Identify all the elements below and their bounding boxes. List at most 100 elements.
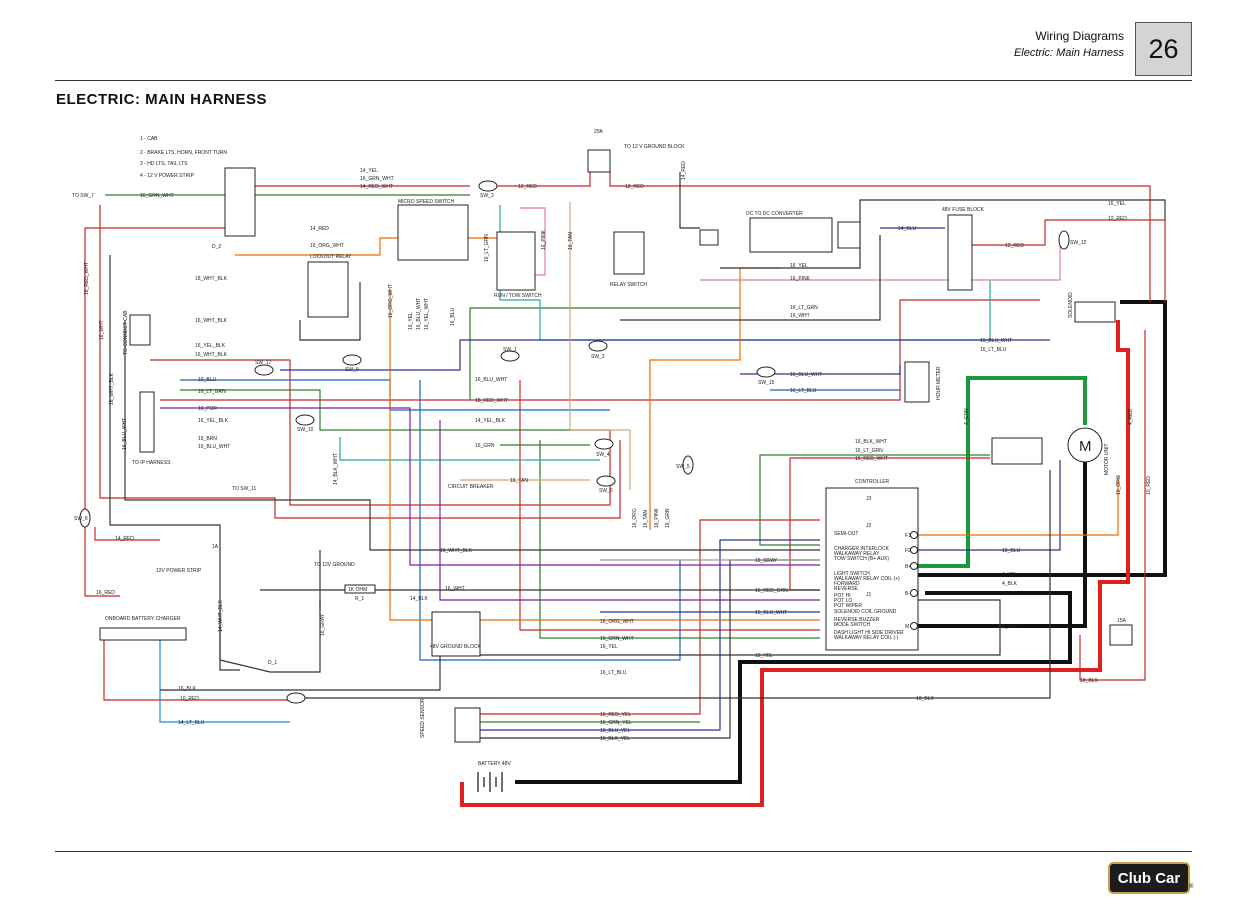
wire-yel-long [720, 199, 1166, 269]
wire-label-59: 16_RED [96, 590, 115, 596]
ctrl-pin-9: POT LO [834, 598, 852, 604]
fuse-15a-box [1109, 624, 1133, 646]
ctrl-pin-7: REVERSE [834, 586, 859, 592]
wire-label-56: 16_BLK_YEL [600, 736, 630, 742]
sw-12-node [1058, 230, 1070, 250]
solenoid-box [991, 437, 1043, 465]
sw-3-node [478, 180, 498, 192]
ctrl-pin-4: LIGHT SWITCH [834, 571, 870, 577]
wire-label-11: 16_YEL_BLK [195, 343, 226, 349]
wire-label-44: 16_ORG_WHT [600, 619, 634, 625]
switch-label-1: SW_9 [345, 367, 359, 373]
switch-label-5: SW_2 [591, 354, 605, 360]
ctrl-pin-15: WALKAWAY RELAY COIL (-) [834, 635, 899, 641]
wire-label-85: 16_TAN [643, 510, 649, 528]
terminal-m [910, 622, 918, 630]
wire-label-77: 16_YEL [408, 312, 414, 330]
wire-14-lt-blu [159, 640, 290, 723]
wire-label-57: 10_RED [180, 696, 199, 702]
wire-label-63: 4_WHT [1002, 624, 1019, 630]
label-dc-converter: DC TO DC CONVERTER [746, 211, 803, 217]
sw-17-node [254, 364, 274, 376]
wire-blu-yel [480, 539, 820, 731]
wire-label-45: 16_GRN_WHT [600, 636, 634, 642]
wire-10-red [1079, 330, 1146, 681]
wire-red-ctrl2 [789, 458, 820, 591]
wire-batt-neg [515, 593, 1072, 784]
wire-label-74: 14_BLK_WHT [333, 453, 339, 485]
label-fuse-15a: 15A [1117, 618, 1127, 624]
wire-blk-10 [219, 600, 321, 673]
label-fuse-20a: 20A [594, 129, 604, 135]
page-number: 26 [1135, 22, 1192, 76]
sw-8-node [79, 508, 91, 528]
wire-label-54: 16_GRN_YEL [600, 720, 632, 726]
ctrl-pin-3: TOW SWITCH (B+ AUX) [834, 556, 889, 562]
wire-pink-2 [700, 245, 1061, 281]
wire-label-53: 16_RED_YEL [600, 712, 631, 718]
wire-12-red-fuse [970, 219, 1166, 302]
label-to-12v-ground: TO 12V GROUND [314, 562, 355, 568]
wire-label-23: 16_TAN [510, 478, 528, 484]
terminal-f2 [910, 546, 918, 554]
wire-tan [569, 202, 631, 490]
sw-15-node [756, 366, 776, 378]
ctrl-pin-11: SOLENOID COIL GROUND [834, 609, 897, 615]
switch-label-9: SW_5 [676, 464, 690, 470]
label-charger: ONBOARD BATTERY CHARGER [105, 616, 181, 622]
label-micro-switch: MICRO SPEED SWITCH [398, 199, 455, 205]
wire-org-wht-2 [389, 290, 820, 621]
wire-blu-wht-2 [740, 365, 901, 375]
wire-4-blk-2 [918, 591, 1072, 628]
wire-label-42: 16_RED_GRN [755, 588, 788, 594]
header-subtitle: Electric: Main Harness [1013, 47, 1124, 59]
wire-blk-6 [679, 172, 700, 229]
label-fuse-block: 48V FUSE BLOCK [942, 207, 985, 213]
label-ctrl-j3: J3 [866, 496, 872, 502]
wire-label-46: 16_YEL [600, 644, 618, 650]
wire-label-79: 16_PINK [541, 229, 547, 250]
wire-blk-9 [620, 235, 881, 321]
wire-charger-red [103, 640, 290, 701]
wire-cyan-2 [339, 437, 600, 461]
wire-label-9: 18_WHT_BLK [195, 276, 228, 282]
wire-10-blu [918, 460, 1061, 551]
switch-label-0: SW_3 [480, 193, 494, 199]
wire-label-49: 10_BLK [1080, 678, 1098, 684]
wire-label-25: 16_PINK [790, 276, 811, 282]
wire-label-5: 14_RED [310, 226, 329, 232]
label-ctrl-f2: F2 [905, 548, 911, 554]
main-relay-box [1074, 301, 1116, 323]
switch-label-8: SW_6 [599, 488, 613, 494]
label-motor: MOTOR UNIT [1104, 443, 1110, 475]
wire-label-2: 16_GRN_WHT [360, 176, 394, 182]
cab-connector [224, 167, 256, 237]
speed-sensor-box [454, 707, 481, 743]
wire-label-12: 16_WHT_BLK [195, 352, 228, 358]
motor: M [1067, 427, 1103, 463]
wire-label-39: 16_WHT_BLK [440, 548, 473, 554]
wire-lt-blu-ctrl [419, 380, 681, 661]
label-to-sw7: TO SW_7 [72, 193, 94, 199]
wire-label-16: 16_YEL_BLK [198, 418, 229, 424]
switch-label-6: SW_15 [758, 380, 775, 386]
label-ctrl-f1: F1 [905, 533, 911, 539]
footer-rule [55, 851, 1192, 852]
label-hour-meter: HOUR METER [936, 366, 942, 400]
label-resistor-ref: R_1 [355, 596, 364, 602]
label-fuse-1a: 1A [212, 544, 219, 550]
controller-terminals [910, 531, 918, 630]
wire-label-37: 16_LT_GRN [855, 448, 883, 454]
motor-circle [1067, 427, 1103, 463]
wire-12-red-a [495, 172, 591, 187]
wire-label-17: 16_BRN [198, 436, 217, 442]
wire-label-19: 16_BLU_WHT [475, 377, 507, 383]
battery [477, 772, 503, 792]
wire-label-30: 16_BLU_WHT [790, 372, 822, 378]
wire-label-50: 16_BLK [178, 686, 196, 692]
label-lockout-relay: LOCKOUT RELAY [310, 254, 352, 260]
ip-harness-box [139, 391, 155, 453]
sw-9-node [342, 354, 362, 366]
wire-label-13: 16_BLU [198, 377, 216, 383]
wire-label-81: 16_BLU [450, 308, 456, 326]
